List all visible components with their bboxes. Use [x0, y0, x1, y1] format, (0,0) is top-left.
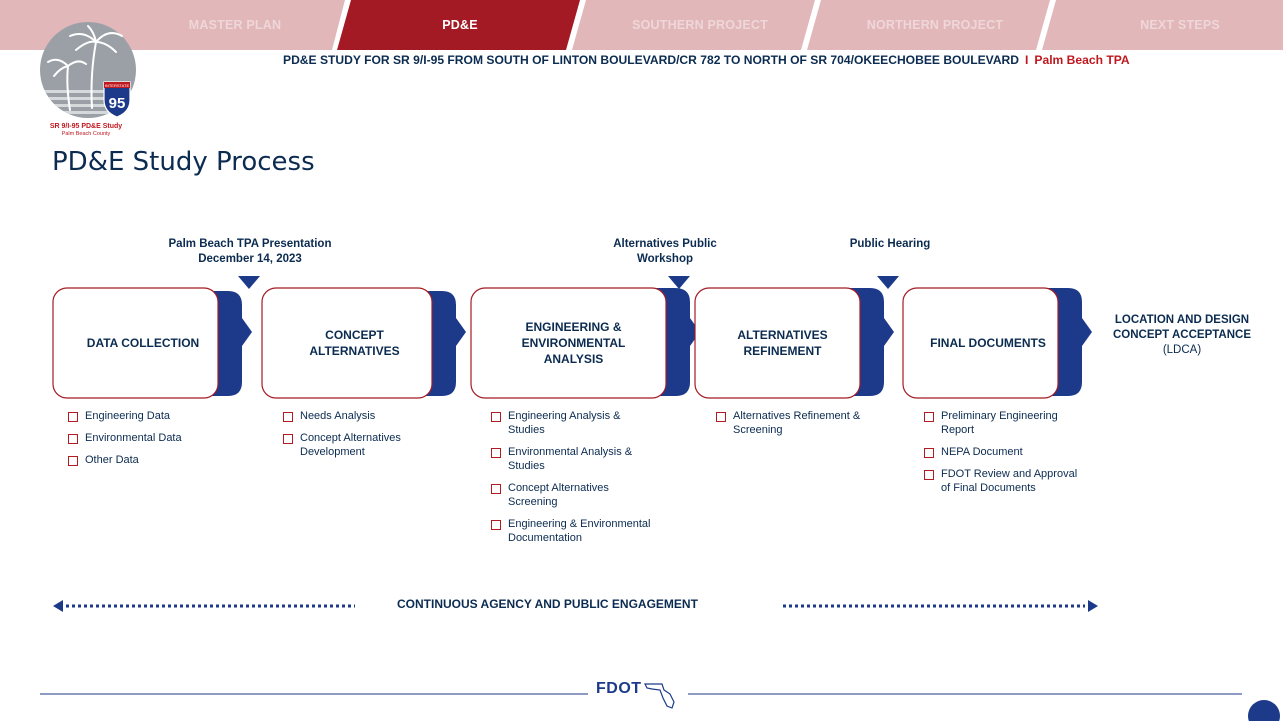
milestone-workshop-line2: Workshop — [636, 253, 693, 265]
milestone-tpa-presentation: Palm Beach TPA Presentation December 14,… — [150, 237, 350, 267]
page-number-circle — [1248, 700, 1280, 721]
milestone-marker-icon — [238, 276, 260, 289]
tab-northern-project[interactable]: NORTHERN PROJECT — [866, 18, 1004, 32]
tab-next-steps-shape — [1042, 0, 1283, 50]
fdot-logo: FDOT — [596, 680, 642, 697]
section-tab-bar: MASTER PLAN PD&E SOUTHERN PROJECT NORTHE… — [0, 0, 1283, 50]
stage-title-engineering-analysis: ENGINEERING & ENVIRONMENTAL ANALYSIS — [521, 320, 626, 366]
checkbox-icon — [491, 412, 501, 422]
checkbox-icon — [68, 434, 78, 444]
stage-final-documents-box — [902, 287, 1092, 399]
florida-outline-icon — [644, 683, 675, 709]
list-item: Alternatives Refinement & Screening — [716, 409, 876, 437]
right-arrow-icon — [783, 600, 1098, 612]
stage-data-collection-box — [52, 287, 252, 399]
page-title: PD&E Study Process — [52, 147, 315, 177]
stage-title-data-collection: DATA COLLECTION — [86, 336, 200, 350]
list-item: FDOT Review and Approval of Final Docume… — [924, 467, 1084, 495]
stage-3-bullet-list: Engineering Analysis & Studies Environme… — [491, 409, 656, 553]
milestone-workshop-line1: Alternatives Public — [613, 238, 717, 250]
stage-1-bullet-list: Engineering Data Environmental Data Othe… — [68, 409, 228, 475]
header-organization: Palm Beach TPA — [1034, 53, 1130, 67]
stage-concept-alternatives-box — [261, 287, 466, 399]
list-item: Other Data — [68, 453, 228, 467]
outcome-ldca: LOCATION AND DESIGN CONCEPT ACCEPTANCE (… — [1107, 313, 1257, 358]
checkbox-icon — [491, 448, 501, 458]
tab-master-plan[interactable]: MASTER PLAN — [188, 18, 282, 32]
logo-caption-line1: SR 9/I-95 PD&E Study — [50, 123, 122, 130]
palm-tree-icon — [47, 25, 123, 111]
footer — [40, 683, 1280, 721]
left-arrow-icon — [53, 600, 355, 612]
checkbox-icon — [924, 412, 934, 422]
checkbox-icon — [283, 434, 293, 444]
checkbox-icon — [283, 412, 293, 422]
milestone-marker-icon — [877, 276, 899, 289]
tab-next-steps[interactable]: NEXT STEPS — [1140, 18, 1220, 32]
study-logo: INTERSTATE 95 SR 9/I-95 PD&E Study Palm … — [26, 20, 150, 138]
engagement-label: CONTINUOUS AGENCY AND PUBLIC ENGAGEMENT — [397, 597, 698, 611]
study-title: PD&E STUDY FOR SR 9/I-95 FROM SOUTH OF L… — [283, 53, 1020, 67]
checkbox-icon — [924, 470, 934, 480]
stage-title-concept-alternatives: CONCEPT ALTERNATIVES — [309, 328, 400, 358]
engagement-arrows — [53, 600, 1098, 612]
milestone-hearing-line1: Public Hearing — [849, 238, 931, 250]
list-item: Preliminary Engineering Report — [924, 409, 1084, 437]
milestone-marker-icon — [668, 276, 690, 289]
checkbox-icon — [491, 484, 501, 494]
study-header: PD&E STUDY FOR SR 9/I-95 FROM SOUTH OF L… — [283, 53, 1130, 67]
checkbox-icon — [924, 448, 934, 458]
stage-alternatives-refinement-box — [694, 287, 894, 399]
outcome-abbr: (LDCA) — [1162, 344, 1202, 356]
stage-5-bullet-list: Preliminary Engineering Report NEPA Docu… — [924, 409, 1084, 503]
svg-text:95: 95 — [109, 95, 126, 112]
header-separator: I — [1025, 53, 1029, 67]
tab-southern-project[interactable]: SOUTHERN PROJECT — [632, 18, 768, 32]
tab-northern-project-shape — [807, 0, 1050, 50]
list-item: Environmental Data — [68, 431, 228, 445]
milestone-public-hearing: Public Hearing — [820, 237, 960, 252]
list-item: Engineering & Environmental Documentatio… — [491, 517, 656, 545]
tab-bar-background — [0, 0, 1283, 50]
list-item: NEPA Document — [924, 445, 1084, 459]
checkbox-icon — [716, 412, 726, 422]
list-item: Environmental Analysis & Studies — [491, 445, 656, 473]
stage-2-bullet-list: Needs Analysis Concept Alternatives Deve… — [283, 409, 423, 467]
svg-text:INTERSTATE: INTERSTATE — [105, 83, 130, 88]
list-item: Needs Analysis — [283, 409, 423, 423]
tab-pde[interactable]: PD&E — [442, 18, 478, 32]
milestone-tpa-line2: December 14, 2023 — [198, 253, 302, 265]
checkbox-icon — [68, 456, 78, 466]
interstate-shield-icon: INTERSTATE 95 — [103, 81, 131, 118]
milestone-alternatives-workshop: Alternatives Public Workshop — [605, 237, 725, 267]
checkbox-icon — [68, 412, 78, 422]
list-item: Concept Alternatives Screening — [491, 481, 656, 509]
stage-title-final-documents: FINAL DOCUMENTS — [930, 336, 1046, 350]
tab-pde-shape — [337, 0, 580, 50]
logo-caption-line2: Palm Beach County — [62, 131, 111, 137]
list-item: Concept Alternatives Development — [283, 431, 423, 459]
stage-title-alternatives-refinement: ALTERNATIVES REFINEMENT — [737, 328, 828, 358]
stage-4-bullet-list: Alternatives Refinement & Screening — [716, 409, 876, 445]
list-item: Engineering Data — [68, 409, 228, 423]
tab-southern-project-shape — [572, 0, 815, 50]
checkbox-icon — [491, 520, 501, 530]
list-item: Engineering Analysis & Studies — [491, 409, 656, 437]
milestone-tpa-line1: Palm Beach TPA Presentation — [168, 238, 332, 250]
stage-engineering-analysis-box — [470, 287, 700, 399]
process-flow — [52, 287, 1092, 399]
outcome-title: LOCATION AND DESIGN CONCEPT ACCEPTANCE — [1112, 314, 1251, 341]
